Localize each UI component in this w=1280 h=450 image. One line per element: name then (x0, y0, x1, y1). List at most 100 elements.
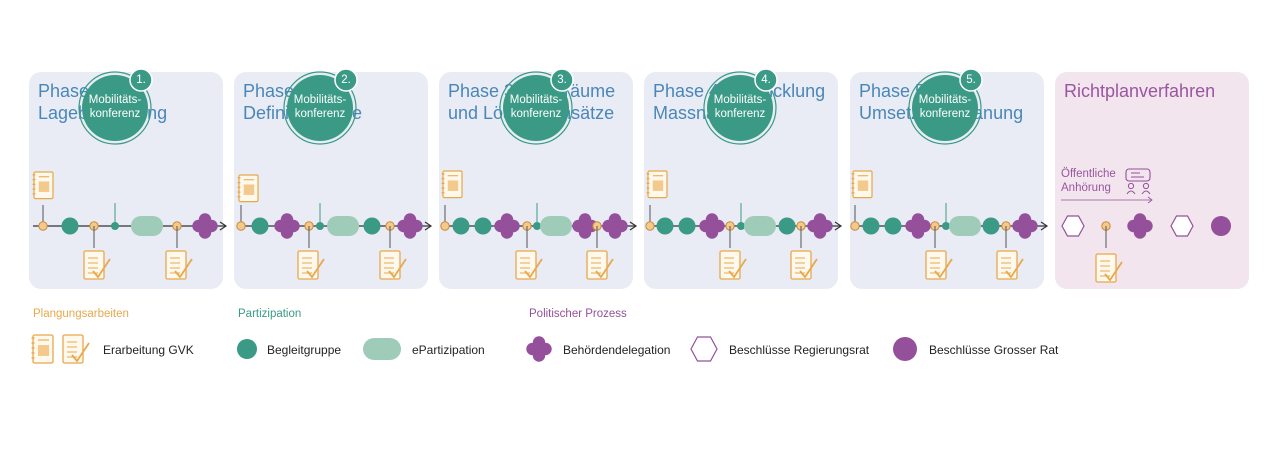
checklist-icon (83, 250, 111, 280)
timeline-node (440, 221, 450, 231)
checklist-icon (165, 250, 193, 280)
phase-title: Richtplanverfahren (1064, 81, 1216, 101)
chat-bubble (1125, 168, 1151, 182)
mobility-conference-2: Mobilitäts- konferenz 2. (280, 66, 370, 156)
richtplan-card: Richtplanverfahren (1055, 72, 1249, 289)
cross-core (199, 220, 211, 232)
document-icon (441, 170, 463, 199)
epartizipation-marker (949, 216, 981, 236)
cross-core (533, 343, 545, 355)
person-body (1141, 190, 1151, 195)
check-mark (92, 258, 111, 279)
check-mark (524, 258, 543, 279)
behoerdendelegation-marker (1012, 213, 1038, 239)
person-body (1126, 190, 1136, 195)
checklist-icon (719, 250, 747, 280)
legend-label-behoerdendelegation: Behördendelegation (563, 343, 671, 357)
arrow-head-icon (629, 221, 638, 231)
check-mark (71, 342, 90, 363)
behoerdendelegation-marker (905, 213, 931, 239)
conference-badge-icon (499, 68, 574, 145)
conference-number: 2. (341, 74, 351, 86)
begleitgruppe-marker (656, 217, 674, 235)
check-mark (306, 258, 325, 279)
check-mark (595, 258, 614, 279)
document-icon (31, 334, 54, 364)
arrow-head-icon (1147, 196, 1153, 204)
conference-number: 4. (761, 74, 771, 86)
behoerdendelegation-marker (807, 213, 833, 239)
checklist-icon (586, 250, 614, 280)
behoerdendelegation-marker (602, 213, 628, 239)
regierungsrat-marker (1061, 215, 1085, 237)
conference-label: Mobilitäts- konferenz (509, 94, 563, 120)
mobility-conference-3: Mobilitäts- konferenz 3. (496, 66, 586, 156)
behoerdendelegation-marker (1127, 213, 1153, 239)
legend-label-grosser-rat: Beschlüsse Grosser Rat (929, 343, 1059, 357)
cross-core (814, 220, 826, 232)
epartizipation-marker (744, 216, 776, 236)
begleitgruppe-marker (778, 217, 796, 235)
cross-core (706, 220, 718, 232)
conference-badge-icon (78, 68, 153, 145)
conference-number: 3. (557, 74, 567, 86)
cross-core (579, 220, 591, 232)
checklist-icon (62, 334, 90, 364)
chat-people-icon (1125, 168, 1151, 195)
begleitgruppe-marker (474, 217, 492, 235)
legend-heading-participation: Partizipation (238, 308, 302, 320)
begleitgruppe-marker (982, 217, 1000, 235)
begleitgruppe-marker (452, 217, 470, 235)
conference-badge-icon (283, 68, 358, 145)
legend-epartizipation-icon (363, 338, 401, 360)
checklist-icon (996, 250, 1024, 280)
behoerdendelegation-marker (699, 213, 725, 239)
person-head (1142, 182, 1150, 190)
doc-block (38, 181, 50, 192)
checklist-icon (297, 250, 325, 280)
behoerdendelegation-marker (192, 213, 218, 239)
check-mark (1104, 261, 1123, 282)
check-page (996, 250, 1018, 280)
timeline-node (236, 221, 246, 231)
begleitgruppe-marker (862, 217, 880, 235)
behoerdendelegation-marker (274, 213, 300, 239)
check-mark (934, 258, 953, 279)
begleitgruppe-marker (884, 217, 902, 235)
checklist-icon (925, 250, 953, 280)
cross-core (609, 220, 621, 232)
conference-label: Mobilitäts- konferenz (713, 94, 767, 120)
conference-number: 1. (136, 74, 146, 86)
arrow-head-icon (1040, 221, 1049, 231)
check-page (790, 250, 812, 280)
mobility-conference-5: Mobilitäts- konferenz 5. (905, 66, 995, 156)
cross-core (1134, 220, 1146, 232)
epartizipation-marker (327, 216, 359, 236)
conference-number: 5. (966, 74, 976, 86)
timeline-node (850, 221, 860, 231)
person-head (1127, 182, 1135, 190)
legend-label-regierungsrat: Beschlüsse Regierungsrat (729, 343, 870, 357)
legend-begleitgruppe-icon (237, 339, 257, 359)
check-page (297, 250, 319, 280)
timeline-node (38, 221, 48, 231)
mobility-conference-1: Mobilitäts- konferenz 1. (75, 66, 165, 156)
legend-label-begleitgruppe: Begleitgruppe (267, 343, 342, 357)
conference-badge-icon (703, 68, 778, 145)
epartizipation-marker (540, 216, 572, 236)
doc-block (857, 180, 869, 191)
public-hearing-label: Öffentliche Anhörung (1061, 168, 1116, 194)
begleitgruppe-marker (251, 217, 269, 235)
check-page (925, 250, 947, 280)
checklist-icon (379, 250, 407, 280)
regierungsrat-marker (1170, 215, 1194, 237)
check-page (379, 250, 401, 280)
check-mark (1005, 258, 1024, 279)
conference-label: Mobilitäts- konferenz (293, 94, 347, 120)
arrow-head-icon (424, 221, 433, 231)
begleitgruppe-marker (678, 217, 696, 235)
document-icon (237, 174, 259, 203)
check-page (165, 250, 187, 280)
conference-connector-dot (533, 222, 541, 230)
